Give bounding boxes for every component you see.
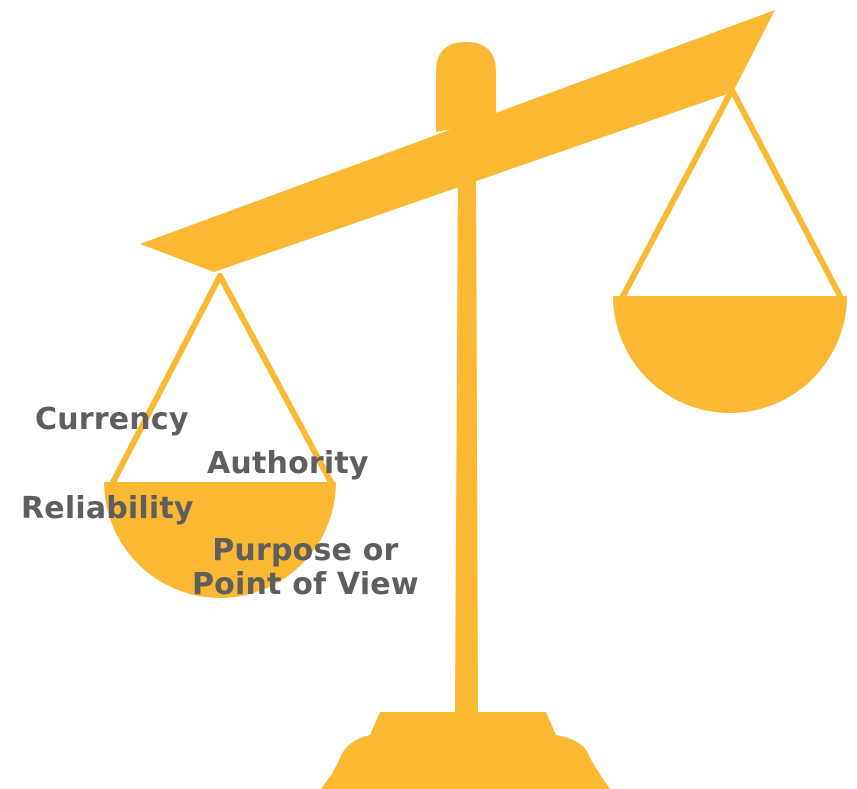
label-purpose-line-2: Point of View (192, 567, 419, 602)
label-authority: Authority (207, 446, 369, 481)
right-pan (613, 296, 847, 413)
left-pan-string-right (217, 273, 336, 489)
right-pan-string-right (729, 87, 843, 299)
right-pan-string-left (620, 87, 735, 299)
balance-beam (140, 10, 775, 272)
label-currency: Currency (35, 402, 189, 437)
beam-knob (436, 42, 496, 132)
label-purpose-line-1: Purpose or (212, 533, 399, 568)
label-reliability: Reliability (21, 491, 194, 526)
scale-base (321, 712, 610, 789)
center-post (455, 166, 478, 712)
label-purpose-or-point-of-view: Purpose or Point of View (192, 534, 419, 602)
left-pan (104, 482, 336, 598)
left-pan-string-left (108, 273, 223, 489)
